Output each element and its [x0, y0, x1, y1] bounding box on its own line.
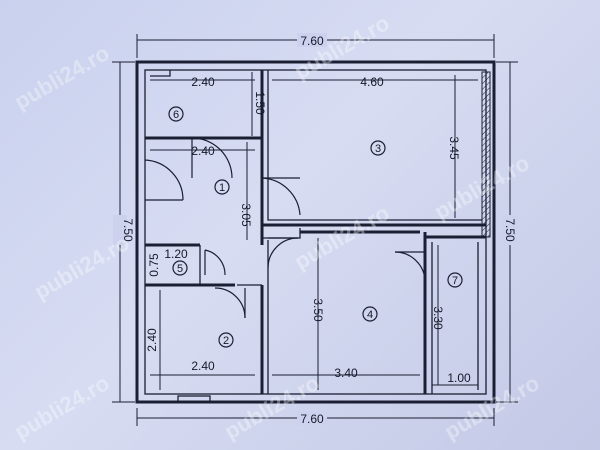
dim-label-room4-width: 3.40	[334, 366, 358, 380]
room-circle	[172, 260, 188, 276]
room-circle	[218, 332, 234, 348]
dim-label-room7-height: 3.30	[431, 306, 445, 330]
room-circle	[447, 272, 463, 288]
room-number: 2	[223, 335, 229, 347]
label-bg	[113, 215, 127, 245]
dim-label-room2-width: 2.40	[191, 359, 215, 373]
wall-hall-step	[262, 228, 301, 239]
room-number: 6	[173, 109, 179, 121]
door-room5	[204, 249, 226, 276]
door-room3	[261, 177, 301, 216]
watermark-text: publi24.ro	[290, 200, 394, 274]
room-marker-7: 7	[447, 272, 463, 288]
room-marker-5: 5	[172, 260, 188, 276]
room-markers: 1 2 3 4 5 6 7	[168, 106, 463, 348]
dim-label-bottom-total: 7.60	[300, 412, 324, 426]
watermark-text: publi24.ro	[10, 40, 114, 114]
room-circle	[168, 106, 184, 122]
wall-room3-inner	[267, 70, 482, 221]
dim-label-top-total: 7.60	[300, 34, 324, 48]
dim-label-room5-height: 0.75	[147, 253, 161, 277]
watermark-text: publi24.ro	[220, 370, 324, 444]
window-bottom	[177, 395, 211, 403]
dim-label-room3-width: 4.60	[360, 75, 384, 89]
room-marker-2: 2	[218, 332, 234, 348]
room-number: 3	[375, 143, 381, 155]
door-room2	[214, 287, 246, 319]
label-bg	[297, 411, 327, 425]
room-marker-3: 3	[370, 140, 386, 156]
room-marker-4: 4	[362, 306, 378, 322]
room-marker-1: 1	[214, 179, 230, 195]
room-number: 1	[219, 182, 225, 194]
dimension-lines	[112, 34, 518, 426]
outer-wall	[135, 60, 496, 404]
doors	[144, 137, 426, 319]
room-number: 5	[177, 263, 183, 275]
room-number: 4	[367, 309, 373, 321]
dim-label-room5-width: 1.20	[164, 247, 188, 261]
dim-label-hall-width: 2.40	[191, 144, 215, 158]
walls	[135, 60, 496, 404]
dim-label-room2-height: 2.40	[145, 328, 159, 352]
dim-label-room3-height: 3.45	[447, 136, 461, 160]
dim-label-room6-width: 2.40	[191, 75, 215, 89]
room-circle	[214, 179, 230, 195]
dim-label-room6-height: 1.50	[253, 91, 267, 115]
dim-label-left-total: 7.50	[121, 218, 135, 242]
door-room7	[394, 251, 426, 283]
watermark-text: publi24.ro	[30, 230, 134, 304]
wall-notch-room6	[150, 70, 171, 77]
room-circle	[362, 306, 378, 322]
label-bg	[297, 33, 327, 47]
dim-label-room7-width: 1.00	[447, 371, 471, 385]
dim-label-room4-height: 3.50	[311, 298, 325, 322]
dim-label-right-total: 7.50	[503, 218, 517, 242]
room-circle	[370, 140, 386, 156]
dimension-labels: 7.60 7.60 7.50 7.50 2.40 1.50 4.60 3.45 …	[113, 33, 517, 426]
door-entrance	[144, 159, 184, 201]
watermark-text: publi24.ro	[10, 370, 114, 444]
room-number: 7	[452, 275, 458, 287]
label-bg	[503, 215, 517, 245]
room-marker-6: 6	[168, 106, 184, 122]
dim-label-hall-height: 3.05	[239, 203, 253, 227]
wall-hatch-right	[481, 71, 491, 238]
